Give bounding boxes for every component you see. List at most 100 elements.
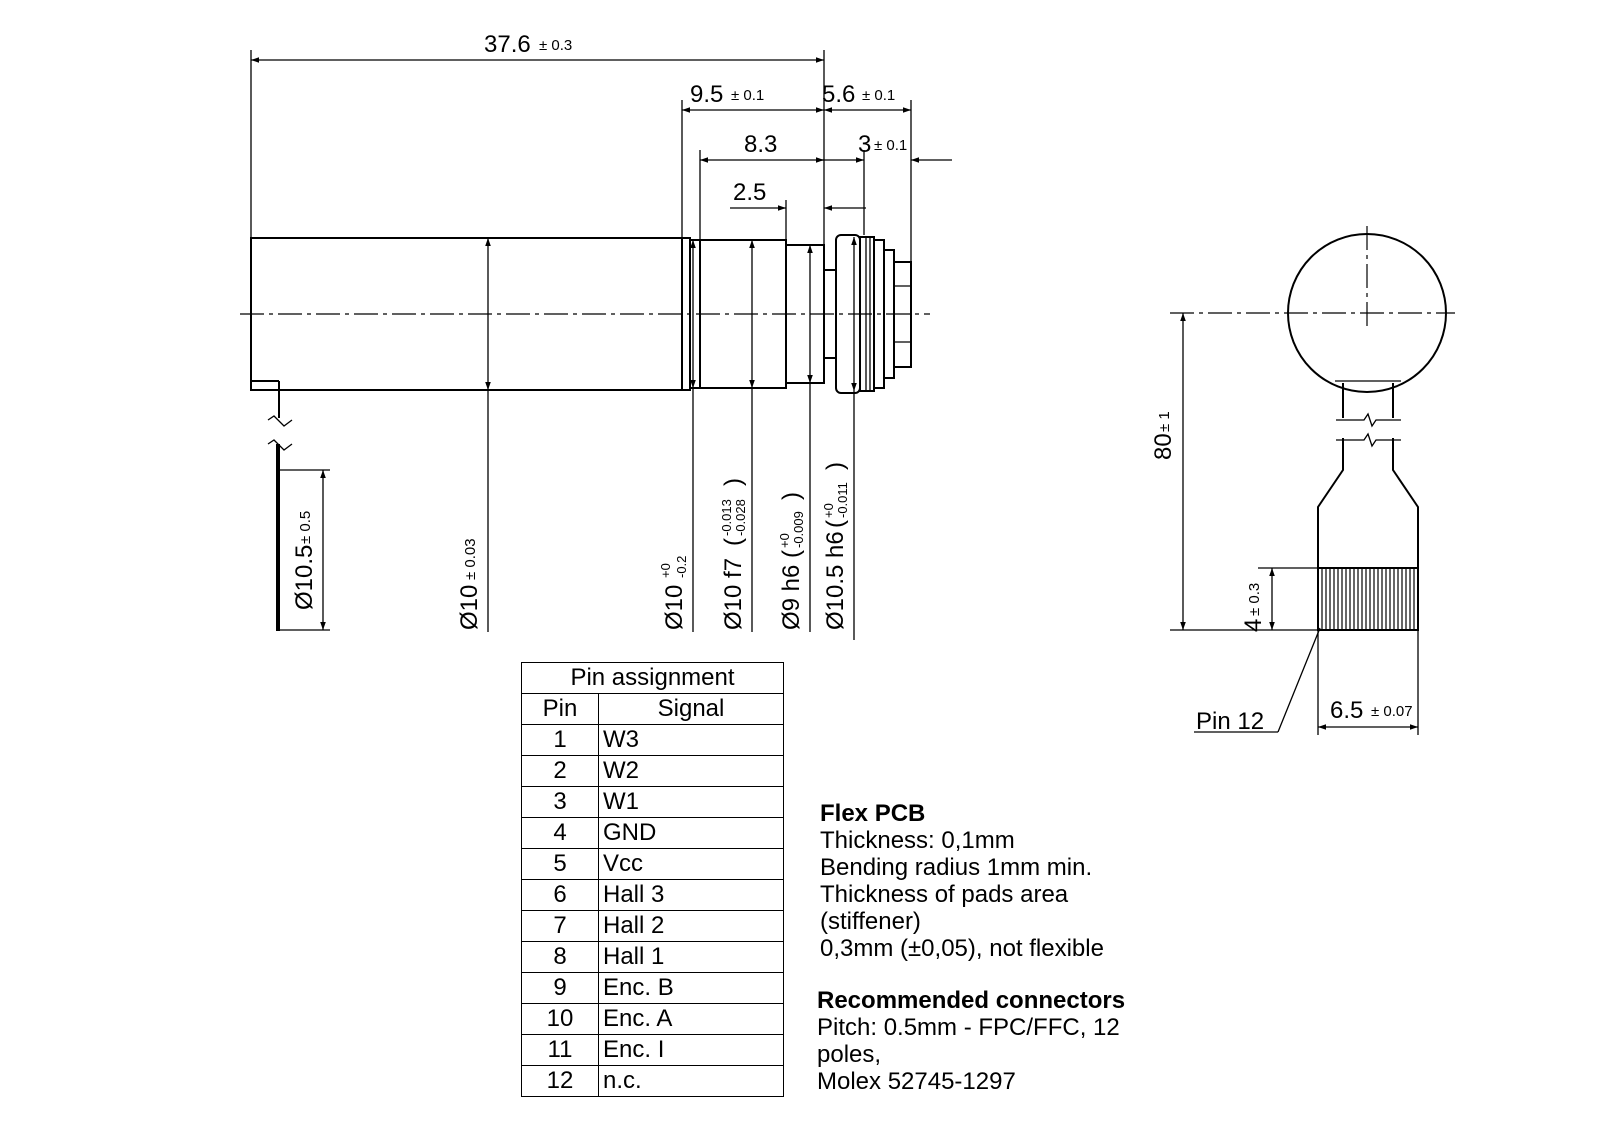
pads-width-tol: ± 0.07 — [1371, 703, 1413, 720]
dia-10-5-h6-label: Ø10.5 h6 ( +0 -0.011 ) — [821, 462, 850, 630]
dim-3-tol: ± 0.1 — [874, 137, 907, 154]
connectors-line: Molex 52745-1297 — [817, 1068, 1016, 1095]
pad-lines — [1321, 568, 1415, 630]
dia-10-5-label: Ø10.5 ± 0.5 — [291, 511, 318, 610]
dia-10-5-text: Ø10.5 — [291, 545, 318, 610]
flex-length-text: 80 — [1150, 433, 1177, 460]
signal-cell: Vcc — [598, 848, 784, 880]
connectors-line: Pitch: 0.5mm - FPC/FFC, 12 — [817, 1014, 1120, 1041]
paren-close: ) — [720, 478, 747, 486]
dia-10-f7-text: Ø10 f7 — [720, 558, 747, 630]
signal-cell: W3 — [598, 724, 784, 756]
dia-9-h6-tol-lower: -0.009 — [791, 511, 806, 548]
flex-length-label: 80 ± 1 — [1150, 411, 1177, 460]
paren-close: ) — [778, 492, 805, 500]
flex-break-lower — [1336, 432, 1401, 448]
flex-pcb-line: Thickness of pads area — [820, 881, 1069, 908]
signal-cell: W2 — [598, 755, 784, 787]
paren-open: ( — [778, 550, 805, 558]
dia-10-b-tol-lower: -0.2 — [674, 556, 689, 578]
dim-length: 37.6 — [484, 31, 531, 58]
paren-open: ( — [822, 520, 849, 528]
flex-pcb-line: Thickness: 0,1mm — [820, 827, 1015, 854]
dia-9-h6-text: Ø9 h6 — [778, 565, 805, 630]
dia-10-5-h6-text: Ø10.5 h6 — [822, 531, 849, 630]
dia-10-5-h6-tol-lower: -0.011 — [835, 482, 850, 518]
signal-cell: GND — [598, 817, 784, 849]
dim-9-5-tol: ± 0.1 — [731, 87, 764, 104]
dim-3: 3 — [858, 131, 871, 158]
pin-cell: 6 — [521, 879, 599, 911]
pads-length-text: 4 — [1240, 619, 1267, 632]
connectors-note: Recommended connectors Pitch: 0.5mm - FP… — [817, 987, 1125, 1095]
pin12-label: Pin 12 — [1196, 708, 1264, 735]
connectors-line: poles, — [817, 1041, 882, 1068]
dim-5-6: 5.6 — [822, 81, 855, 108]
dia-10-b-text: Ø10 — [661, 585, 688, 630]
dim-8-3: 8.3 — [744, 131, 777, 158]
pin-cell: 3 — [521, 786, 599, 818]
pin-cell: 2 — [521, 755, 599, 787]
paren-open: ( — [720, 538, 747, 546]
housing-step — [250, 380, 279, 390]
motor-housing — [250, 237, 683, 391]
pin-cell: 1 — [521, 724, 599, 756]
flex-pcb-line: Bending radius 1mm min. — [820, 854, 1093, 881]
side-view: 37.6 ± 0.3 9.5 ± 0.1 5.6 ± 0.1 8.3 3 ± 0… — [240, 31, 952, 640]
signal-cell: W1 — [598, 786, 784, 818]
pin-cell: 8 — [521, 941, 599, 973]
paren-close: ) — [822, 462, 849, 470]
column-header-signal: Signal — [598, 693, 784, 725]
flex-pcb-line: (stiffener) — [820, 908, 921, 935]
dia-10-5-h6-tol-upper: +0 — [821, 503, 836, 518]
column-header-pin: Pin — [521, 693, 599, 725]
connectors-heading: Recommended connectors — [817, 987, 1126, 1014]
signal-cell: Enc. B — [598, 972, 784, 1004]
pads-width: 6.5 — [1330, 697, 1363, 724]
signal-cell: Enc. I — [598, 1034, 784, 1066]
pads-length-tol: ± 0.3 — [1246, 583, 1263, 616]
pin-cell: 9 — [521, 972, 599, 1004]
front-view: 80 ± 1 4 ± 0.3 6.5 ± 0.07 Pin 12 — [1150, 226, 1455, 735]
pin-cell: 4 — [521, 817, 599, 849]
dim-5-6-tol: ± 0.1 — [862, 87, 895, 104]
signal-cell: Hall 2 — [598, 910, 784, 942]
dia-10-text: Ø10 — [456, 585, 483, 630]
dia-10-f7-tol-upper: -0.013 — [719, 499, 734, 536]
pin-cell: 11 — [521, 1034, 599, 1066]
dia-10-b-label: Ø10 +0 -0.2 — [658, 556, 689, 630]
flex-pcb-note: Flex PCB Thickness: 0,1mm Bending radius… — [820, 800, 1104, 962]
dia-10-b-tol-upper: +0 — [658, 563, 673, 578]
pin12-leader — [1277, 627, 1321, 733]
flex-length-tol: ± 1 — [1156, 411, 1173, 432]
dim-2-5: 2.5 — [733, 179, 766, 206]
dia-9-h6-label: Ø9 h6 ( +0 -0.009 ) — [777, 492, 806, 630]
pads-length-label: 4 ± 0.3 — [1240, 583, 1267, 632]
pin-cell: 5 — [521, 848, 599, 880]
signal-cell: Enc. A — [598, 1003, 784, 1035]
flex-pcb-heading: Flex PCB — [820, 800, 926, 827]
pin-cell: 7 — [521, 910, 599, 942]
dia-10-label: Ø10 ± 0.03 — [456, 538, 483, 630]
dia-10-5-tol: ± 0.5 — [297, 511, 314, 544]
dim-length-tol: ± 0.3 — [539, 37, 572, 54]
pads-area — [1317, 567, 1419, 631]
flex-pcb-line: 0,3mm (±0,05), not flexible — [820, 935, 1104, 962]
flex-break-upper — [1336, 412, 1401, 428]
signal-cell: Hall 1 — [598, 941, 784, 973]
pin-cell: 12 — [521, 1065, 599, 1097]
flex-neck — [1317, 383, 1419, 568]
